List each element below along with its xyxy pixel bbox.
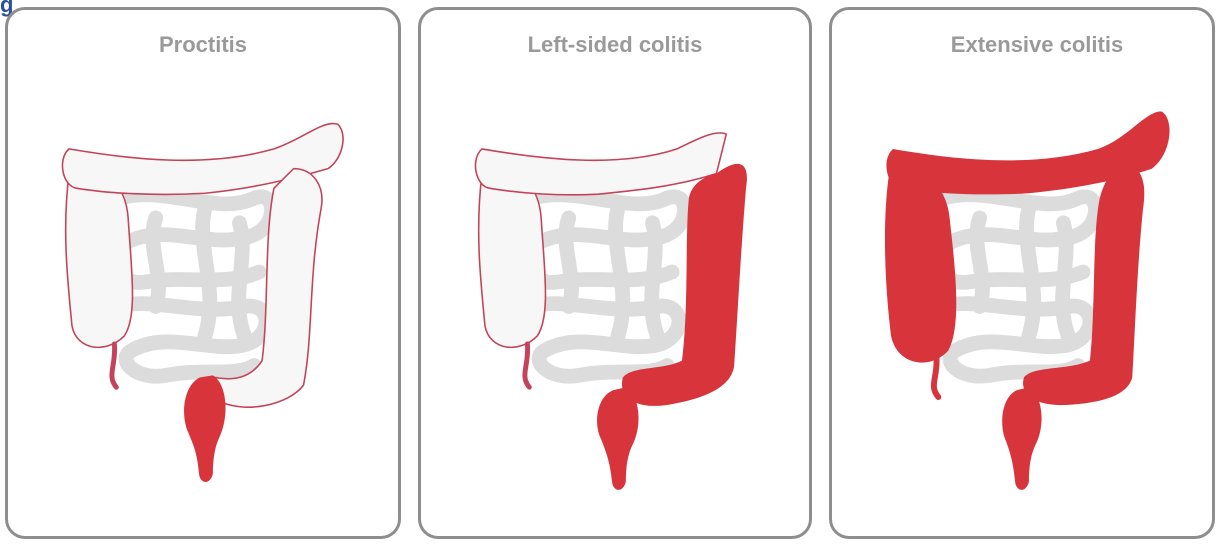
- panel-proctitis: Proctitis: [5, 7, 401, 539]
- rectum: [1002, 387, 1041, 490]
- appendix: [525, 344, 529, 387]
- colon-illustration-left-sided: [421, 10, 809, 536]
- ascending-colon: [66, 174, 133, 348]
- rectum: [597, 387, 638, 490]
- appendix: [112, 344, 116, 387]
- colon-illustration-extensive: [832, 10, 1212, 536]
- panel-extensive-colitis: Extensive colitis: [829, 7, 1215, 539]
- transverse-colon: [475, 133, 726, 195]
- panel-left-sided-colitis: Left-sided colitis: [418, 7, 812, 539]
- rectum-inflamed: [184, 375, 225, 482]
- ascending-colon: [885, 174, 956, 363]
- appendix: [934, 356, 938, 397]
- colon-illustration-proctitis: [8, 10, 398, 536]
- ascending-colon: [479, 174, 546, 348]
